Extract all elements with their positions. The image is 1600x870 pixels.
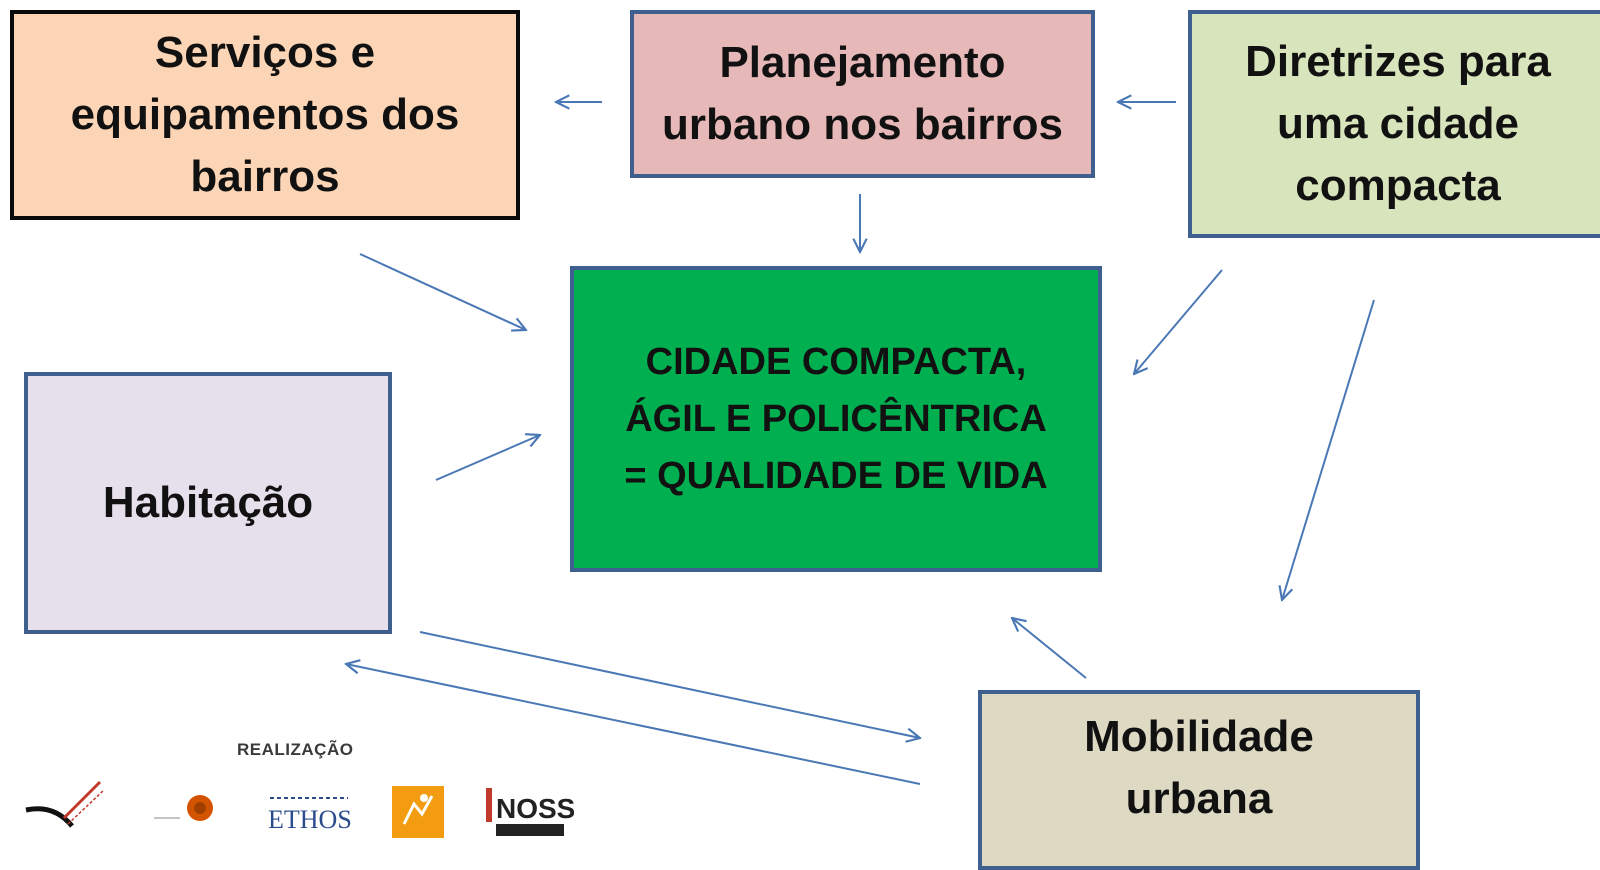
nossa-logo-text: NOSSA xyxy=(496,793,574,824)
instituto-ethos-logo: ETHOS xyxy=(268,797,352,834)
arrow-habitacao-to-mobilidade xyxy=(419,631,920,738)
diretrizes-cidade-compacta-label: Diretrizes para uma cidade compacta xyxy=(1245,37,1551,210)
arrow-habitacao-to-central xyxy=(435,435,540,481)
servicos-equipamentos-box: Serviços e equipamentos dos bairros xyxy=(10,10,520,220)
planejamento-urbano-box: Planejamento urbano nos bairros xyxy=(630,10,1095,178)
arrow-mobilidade-to-habitacao xyxy=(346,664,921,785)
arrow-servicos-to-central xyxy=(359,253,526,330)
realizacao-footer: REALIZAÇÃO ETHOS NOSSA xyxy=(22,734,582,840)
rede-nossa-sao-paulo-logo: NOSSA xyxy=(486,788,574,836)
planejamento-urbano-label: Planejamento urbano nos bairros xyxy=(662,38,1063,149)
connector-arrows xyxy=(0,0,1375,785)
habitacao-box: Habitação xyxy=(24,372,392,634)
cidade-compacta-central-label: CIDADE COMPACTA, ÁGIL E POLICÊNTRICA = Q… xyxy=(624,340,1048,497)
rede-social-cidades-logo xyxy=(25,780,105,828)
arrow-diretrizes-to-mobilidade xyxy=(1282,299,1375,600)
mobilidade-urbana-box: Mobilidade urbana xyxy=(978,690,1420,870)
habitacao-label: Habitação xyxy=(102,478,314,527)
arrow-mobilidade-to-central xyxy=(1012,618,1087,679)
servicos-equipamentos-label: Serviços e equipamentos dos bairros xyxy=(70,28,460,201)
mobilidade-urbana-label: Mobilidade urbana xyxy=(1084,712,1314,823)
diretrizes-cidade-compacta-box: Diretrizes para uma cidade compacta xyxy=(1188,10,1600,238)
ethos-logo-text: ETHOS xyxy=(268,805,352,834)
cidade-compacta-central-box: CIDADE COMPACTA, ÁGIL E POLICÊNTRICA = Q… xyxy=(570,266,1102,572)
arrow-diretrizes-to-central xyxy=(1134,269,1223,374)
realizacao-label: REALIZAÇÃO xyxy=(237,740,354,759)
instituto-logo xyxy=(154,795,213,821)
orange-figure-logo xyxy=(392,786,444,838)
